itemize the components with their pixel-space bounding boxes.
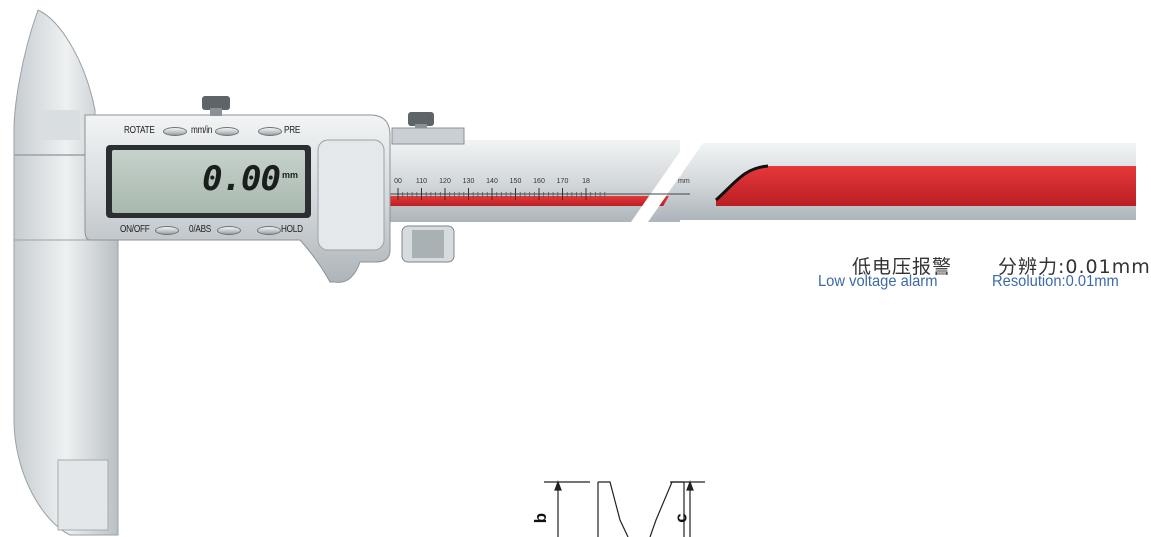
slider-window [317,139,385,251]
fixed-jaw [13,9,119,536]
hold-button[interactable] [257,226,281,235]
scale-tick-label: 18 [582,178,590,185]
scale-tick-label: 140 [486,178,498,185]
on-off-button[interactable] [155,226,179,235]
mm-in-button[interactable] [215,127,239,136]
mm-in-label: mm/in [191,125,213,136]
thumb-screw-right [408,112,434,126]
hold-label: HOLD [281,224,303,235]
zero-abs-button[interactable] [217,226,241,235]
feature-resolution-en: Resolution:0.01mm [992,273,1119,290]
rotate-button[interactable] [163,127,187,136]
lcd-unit: mm [282,170,299,180]
scale-tick-label: 00 [394,178,402,185]
lcd-reading: 0.00 [202,159,281,199]
scale-tick-label: 120 [439,178,451,185]
feature-low-voltage-en: Low voltage alarm [818,273,938,290]
thumb-screw-left [202,96,230,110]
dimension-b-label: b [531,512,551,524]
jaw-dimension-diagram [544,480,705,537]
scale-tick-label: 150 [509,178,522,185]
clamp-block [391,127,465,145]
scale-tick-label: 160 [533,178,545,185]
feature-resolution-cn: 分辨力:0.01mm [998,256,1151,278]
feature-low-voltage-cn: 低电压报警 [852,256,953,278]
beam-break [631,143,703,222]
scale-tick-label: 130 [462,178,475,185]
pre-label: PRE [284,125,301,136]
scale-tick-label: 170 [556,178,569,185]
zero-abs-label: 0/ABS [189,224,212,235]
scale-tick-label: 110 [415,178,428,185]
scale-unit: mm [678,178,690,185]
lcd-screen [112,150,305,213]
dimension-c-label: c [671,513,691,523]
pre-button[interactable] [258,127,282,136]
beam-red-swoosh [716,166,1136,206]
on-off-label: ON/OFF [120,224,150,235]
rotate-label: ROTATE [124,125,155,136]
